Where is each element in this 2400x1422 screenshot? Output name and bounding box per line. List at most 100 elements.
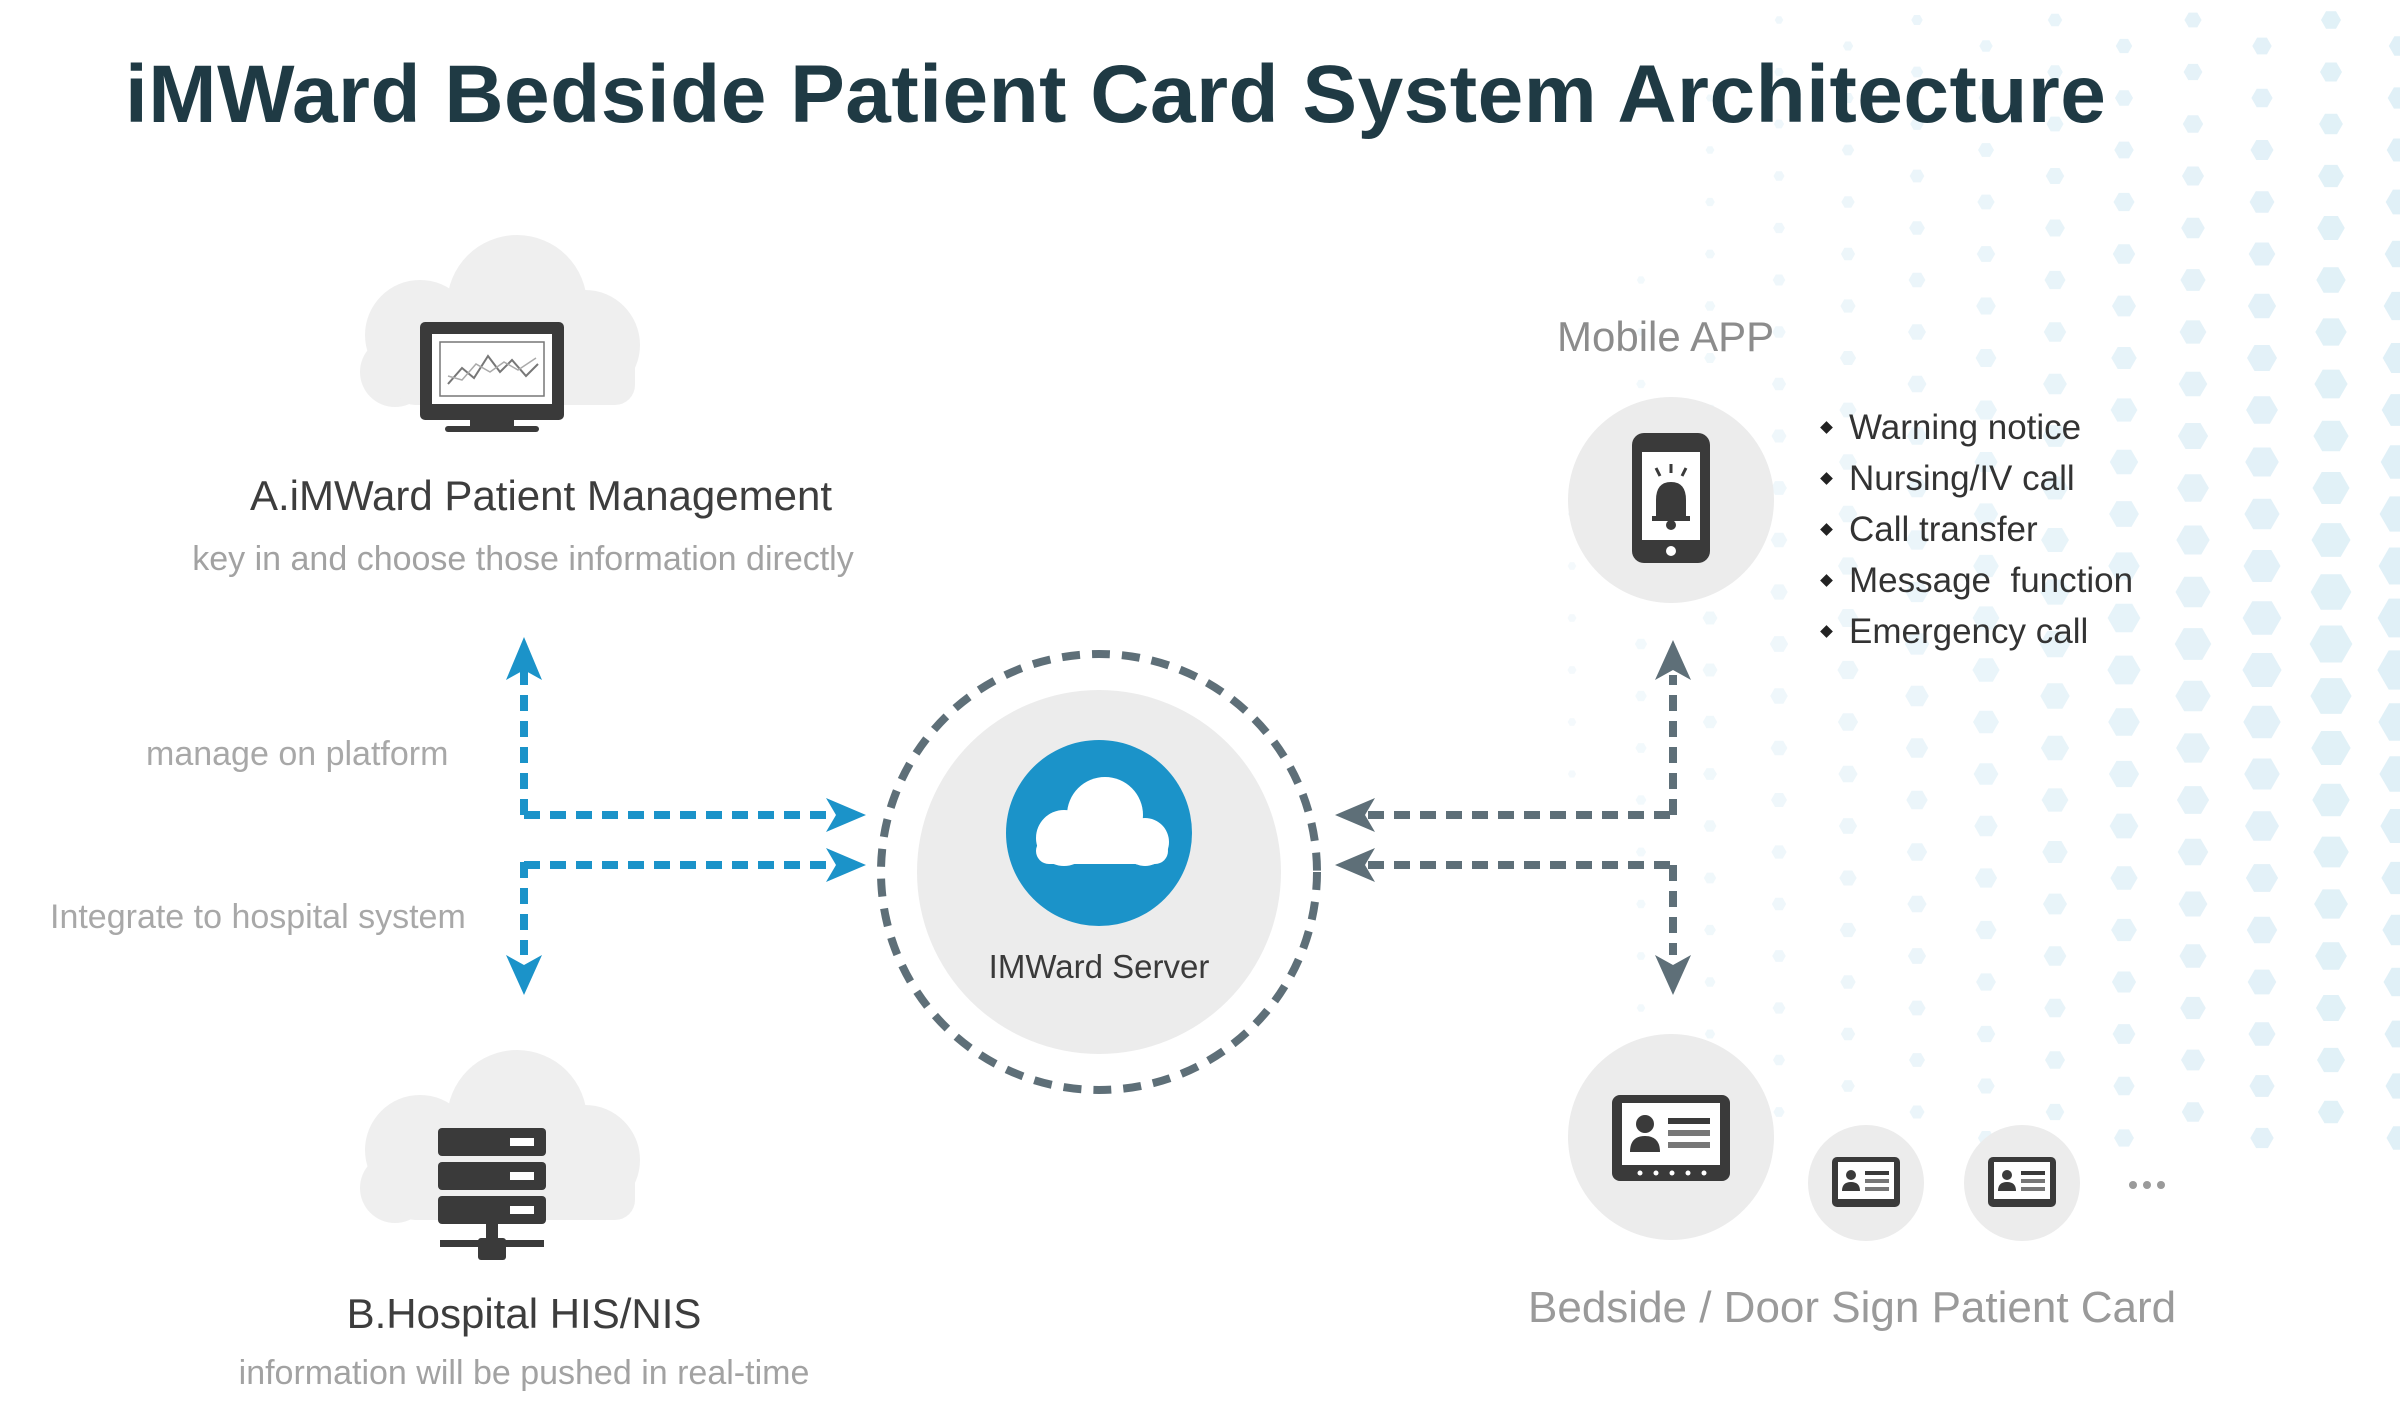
hexagon-dot (1704, 353, 1716, 363)
hexagon-dot (1704, 249, 1716, 259)
hexagon-dot (1976, 973, 1996, 991)
management-title: A.iMWard Patient Management (249, 472, 833, 519)
hexagon-dot (2242, 653, 2282, 687)
hexagon-dot (1772, 274, 1786, 286)
hexagon-dot (2176, 525, 2210, 555)
hexagon-dot (2184, 12, 2202, 28)
hexagon-dot (2385, 189, 2400, 215)
hexagon-dot (2247, 293, 2277, 319)
bullet-diamond-icon (1820, 625, 1833, 638)
hexagon-dot (2380, 445, 2400, 479)
hexagon-dot (1911, 15, 1923, 25)
hexagon-dot (1978, 143, 1994, 157)
hexagon-dot (1905, 581, 1929, 603)
hexagon-dot (2111, 347, 2137, 369)
hexagon-dot (1772, 1002, 1786, 1014)
hexagon-dot (1841, 196, 1855, 208)
hexagon-dot (2381, 394, 2400, 426)
hexagon-dot (2047, 13, 2063, 27)
hexagon-dot (1909, 221, 1925, 235)
hexagon-dot (2378, 547, 2400, 585)
hexagon-dot (2181, 1102, 2205, 1122)
hexagon-dot (1973, 710, 1999, 734)
hexagon-dot (2181, 217, 2205, 239)
hexagon-dot (1909, 1053, 1925, 1067)
hexagon-dot (2314, 369, 2348, 399)
hexagon-dot (2174, 628, 2212, 660)
hexagon-dot (1840, 299, 1856, 313)
patient-card-icon (1612, 1095, 1730, 1181)
hexagon-dot (2181, 1049, 2205, 1071)
hexagon-dot (1908, 272, 1926, 288)
hexagon-dot (2180, 269, 2206, 291)
hexagon-dot (2314, 889, 2348, 919)
server-label: IMWard Server (988, 948, 1210, 985)
hexagon-dot (1773, 1054, 1785, 1066)
hexagon-dot (1840, 1027, 1856, 1041)
hexagon-dot (2047, 65, 2063, 79)
hexagon-dot (1905, 685, 1929, 707)
hexagon-dot (1906, 478, 1928, 498)
hexagon-dot (1910, 118, 1924, 130)
hexagon-dot (2113, 1076, 2135, 1096)
hexagon-dot (2379, 496, 2400, 532)
hexagon-dot (1973, 763, 1999, 785)
hexagon-dot (2041, 476, 2069, 500)
hexagon-dot (1705, 94, 1715, 102)
hexagon-dot (1839, 454, 1857, 470)
hexagon-dot (1973, 554, 1999, 578)
hexagon-dot (1975, 920, 1997, 940)
hexagon-dot (2311, 731, 2351, 765)
left-arrowheads (506, 637, 866, 995)
hexagon-dot (2249, 191, 2275, 213)
hexagon-dot (2245, 864, 2279, 892)
hexagon-dot (2110, 398, 2138, 422)
hexagon-dot (1841, 1080, 1855, 1092)
hexagon-dot (2111, 971, 2137, 993)
hexagon-dot (1771, 377, 1787, 391)
arrow-down-to-cards (1655, 955, 1691, 995)
hexagon-dot (2315, 942, 2347, 970)
hexagon-dot (2387, 87, 2400, 109)
hexagon-dot (2317, 1100, 2345, 1124)
hexagon-dot (2107, 603, 2141, 633)
hexagon-dot (1634, 638, 1648, 650)
hexagon-dot (1972, 606, 2000, 630)
hexagon-dot (1567, 562, 1577, 570)
hexagon-dot (2319, 113, 2343, 135)
hexagon-dot (1567, 718, 1577, 726)
hexagon-dot (1773, 119, 1785, 129)
left-connectors (520, 670, 832, 955)
hexagon-dot (2043, 322, 2067, 342)
hexagon-dot (1636, 328, 1646, 336)
hexagon-dot (1772, 326, 1786, 338)
hexagon-dot (2041, 788, 2069, 812)
hexagon-dot (2242, 601, 2282, 635)
hexagon-dot (2247, 969, 2277, 995)
hexagon-dot (2177, 474, 2209, 502)
hexagon-dot (2383, 291, 2400, 321)
hexagon-dot (2115, 38, 2133, 54)
hexagon-dot (1977, 1078, 1995, 1094)
hexagon-dot (2108, 552, 2140, 580)
hexagon-dot (1704, 924, 1716, 936)
hexagon-dot (2182, 166, 2204, 186)
hexagon-dot (2311, 523, 2351, 557)
hexagon-dot (1974, 452, 1998, 472)
hexagon-dot (2179, 944, 2207, 968)
hexagon-dot (1839, 870, 1857, 886)
hexagon-dot (2107, 655, 2141, 685)
hexagon-dot (2112, 295, 2136, 317)
hexagon-dot (1974, 815, 1998, 837)
hexagon-dot (2046, 116, 2064, 132)
hexagon-dot (2383, 967, 2400, 997)
hexagon-dot (1773, 222, 1785, 234)
hexagon-dot (2244, 498, 2280, 530)
hexagon-dot (2178, 371, 2208, 397)
hexagon-dot (1705, 146, 1715, 154)
hexagon-dot (1636, 379, 1646, 389)
hexagon-dot (1837, 660, 1859, 680)
server-node (877, 650, 1321, 1094)
hexagon-dot (1975, 349, 1997, 367)
